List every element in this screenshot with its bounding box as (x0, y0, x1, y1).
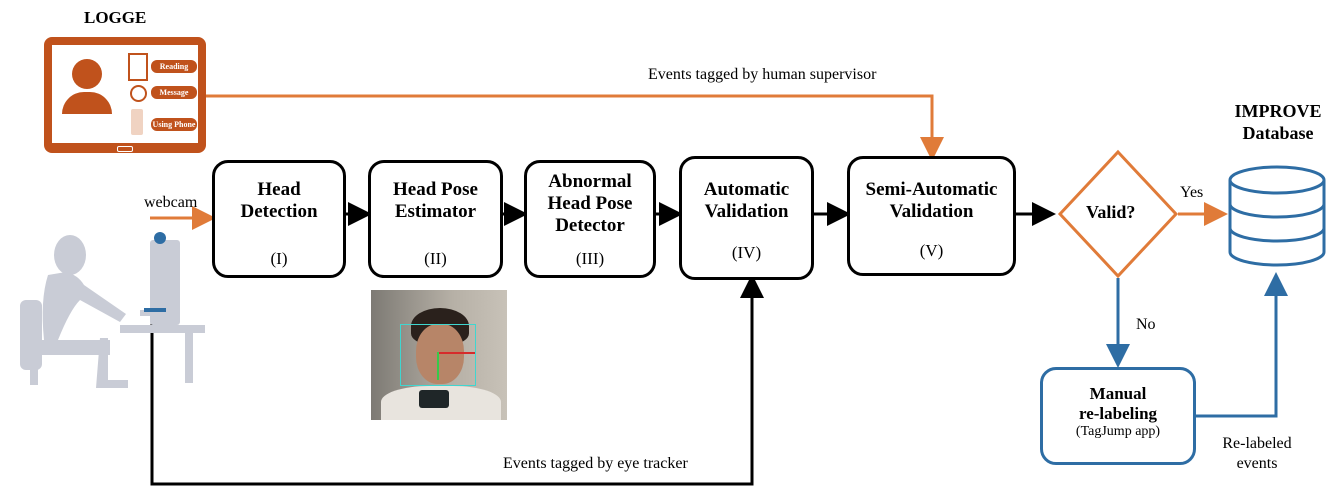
stage-head-detection: Head Detection (I) (212, 160, 346, 278)
stage-title-line: Abnormal (548, 171, 632, 192)
face-shape (416, 324, 464, 384)
using-phone-button[interactable]: Using Phone (150, 117, 198, 132)
stage-abnormal-head-pose-detector: Abnormal Head Pose Detector (III) (524, 160, 656, 278)
no-label: No (1136, 316, 1156, 333)
tablet-screen: Reading Message Using Phone (52, 45, 198, 143)
person-at-desk-icon (20, 235, 205, 388)
reading-button[interactable]: Reading (150, 59, 198, 74)
webcam-label: webcam (144, 194, 198, 211)
stage-number: (III) (575, 249, 605, 268)
relabeled-arrow (1196, 272, 1288, 418)
database-title-line: Database (1242, 123, 1314, 143)
stage-title-line: Automatic (703, 179, 790, 200)
stage-title-line: Validation (704, 201, 789, 222)
stage-title-line: Detector (555, 215, 625, 236)
stage-head-pose-estimator: Head Pose Estimator (II) (368, 160, 503, 278)
manual-title-line: Manual (1089, 384, 1147, 403)
stage-title-line: Estimator (394, 201, 477, 222)
document-icon (128, 53, 148, 81)
phone-call-icon (130, 85, 147, 102)
smartphone-icon (131, 109, 143, 135)
webcam-icon (154, 232, 166, 244)
manual-subtitle: (TagJump app) (1075, 424, 1161, 439)
decision-label: Valid? (1086, 202, 1136, 222)
database-title-line: IMPROVE (1234, 101, 1322, 121)
stage-title-line: Head (257, 179, 301, 200)
eye-tracker-icon (144, 308, 166, 312)
message-button[interactable]: Message (150, 85, 198, 100)
logge-title: LOGGE (84, 8, 147, 27)
user-avatar-icon (62, 59, 112, 114)
phone-shape (419, 390, 449, 408)
manual-title-line: re-labeling (1078, 404, 1158, 423)
stage-title-line: Validation (889, 201, 974, 222)
stage-semi-automatic-validation: Semi-Automatic Validation (V) (847, 156, 1016, 276)
eyetracker-arrow (150, 274, 764, 486)
decision-diamond (1057, 149, 1179, 279)
stage-title-line: Head Pose (393, 179, 478, 200)
stage-number: (I) (270, 249, 288, 268)
eyetracker-label: Events tagged by eye tracker (503, 455, 688, 472)
stage-title-line: Semi-Automatic (865, 179, 998, 200)
face-bounding-box (400, 324, 476, 386)
stage-number: (V) (919, 241, 944, 260)
supervisor-label: Events tagged by human supervisor (648, 66, 877, 83)
stage-number: (II) (424, 249, 447, 268)
relabeled-line: events (1236, 455, 1278, 472)
logge-tablet: Reading Message Using Phone (44, 37, 206, 153)
database-icon (1228, 165, 1326, 267)
relabeled-line: Re-labeled (1222, 435, 1292, 452)
stage-title-line: Detection (240, 201, 318, 222)
relabeled-label: Re-labeled events (1212, 434, 1302, 474)
stage-number: (IV) (731, 243, 762, 262)
supervisor-arrow (206, 94, 944, 161)
yes-label: Yes (1180, 184, 1204, 201)
database-title: IMPROVE Database (1226, 100, 1330, 144)
head-pose-frame-image (371, 290, 507, 420)
stage-automatic-validation: Automatic Validation (IV) (679, 156, 814, 280)
tablet-home-button (117, 146, 133, 152)
manual-relabeling-box: Manual re-labeling (TagJump app) (1040, 367, 1196, 465)
stage-title-line: Head Pose (547, 193, 633, 214)
